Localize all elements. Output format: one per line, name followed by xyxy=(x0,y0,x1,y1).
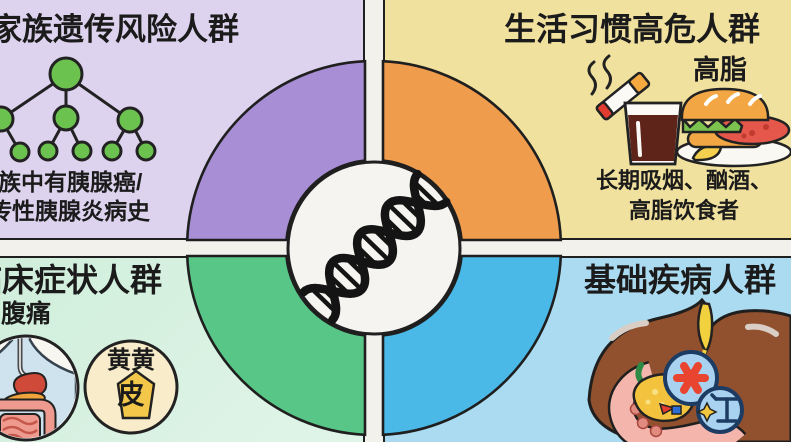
symptom-label: 腹痛 xyxy=(1,300,52,328)
ring-sector-bottom-left xyxy=(185,254,367,437)
title-bottom-left: 临床症状人群 xyxy=(0,262,163,298)
family-tree-icon xyxy=(0,56,157,163)
jaundice-label-shield: 皮 xyxy=(117,380,145,410)
asterisk-badge-icon xyxy=(663,350,719,406)
ring-sector-top-left xyxy=(185,59,367,242)
burger-plate-icon xyxy=(675,87,791,168)
ring-sector-top-right xyxy=(381,59,563,242)
title-top-left: 家族遗传风险人群 xyxy=(0,12,239,47)
smoke-icon xyxy=(587,54,612,96)
dna-helix-icon xyxy=(299,169,451,325)
jaundice-label-top: 黄黄 xyxy=(107,347,155,374)
high-fat-label: 高脂 xyxy=(693,55,747,85)
ring-sector-bottom-right xyxy=(381,254,563,437)
jaundice-badge-icon xyxy=(83,339,179,435)
insulin-badge-icon xyxy=(696,386,744,434)
drink-glass-icon xyxy=(623,101,683,166)
desc-top-left-line2: 传性胰腺炎病史 xyxy=(0,198,150,224)
desc-top-left-line1: 族中有胰腺癌/ xyxy=(0,169,143,195)
desc-top-right-line2: 高脂饮食者 xyxy=(628,198,739,223)
desc-top-right-line1: 长期吸烟、酗酒、 xyxy=(595,168,772,193)
title-top-right: 生活习惯高危人群 xyxy=(504,11,761,47)
cigarette-icon xyxy=(595,71,651,121)
title-bottom-right: 基础疾病人群 xyxy=(584,262,777,298)
abdomen-organs-icon xyxy=(0,334,80,442)
